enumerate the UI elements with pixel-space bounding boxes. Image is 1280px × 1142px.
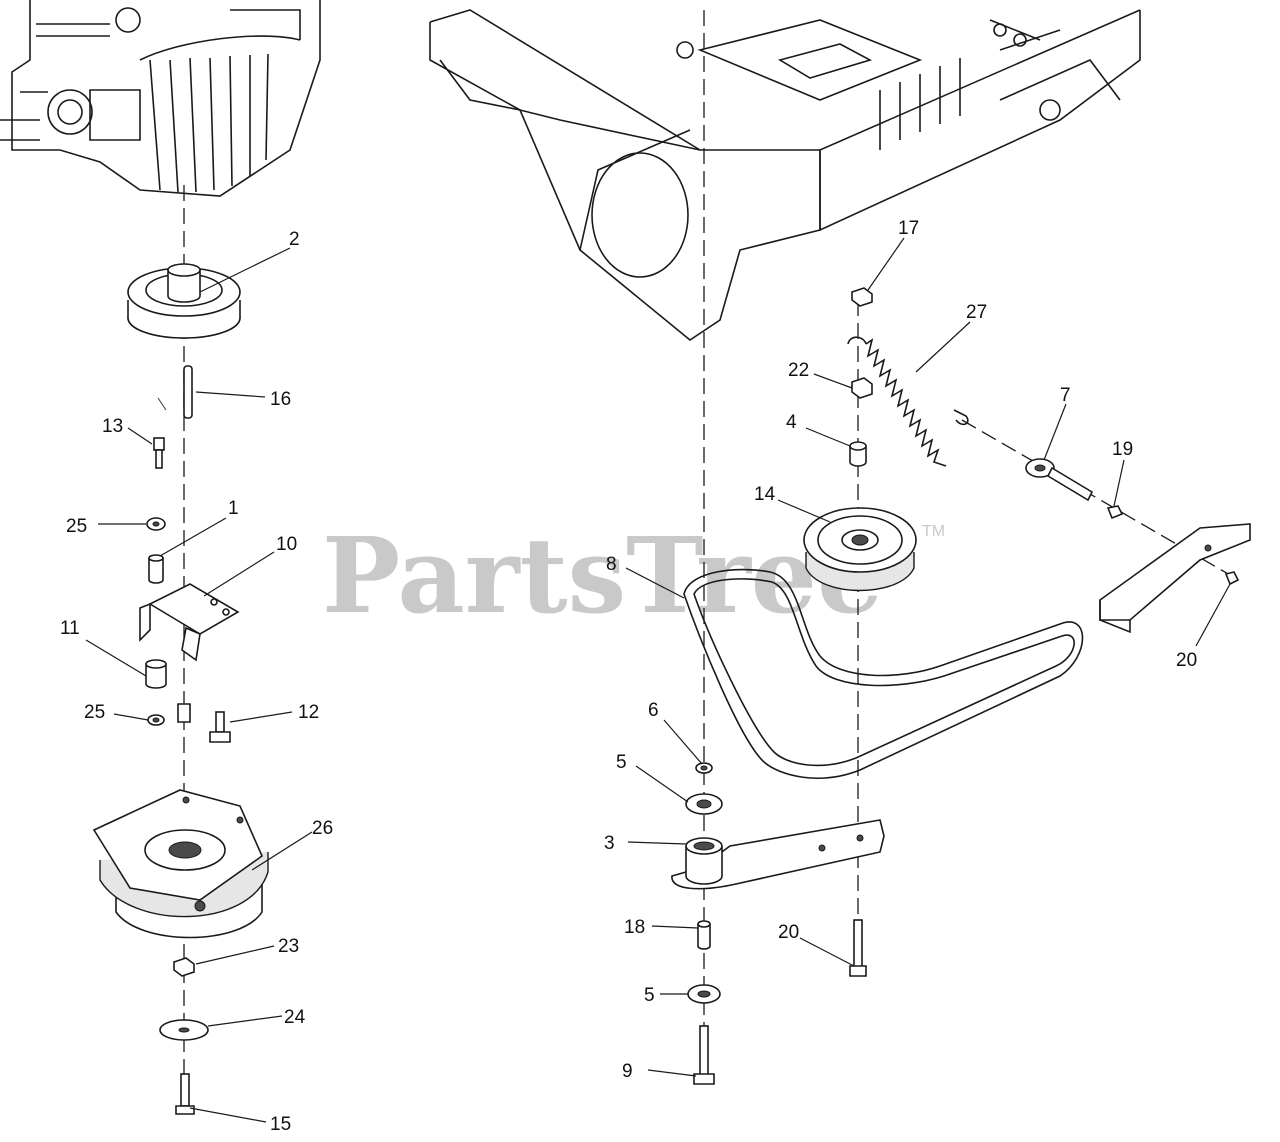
leader-7 — [1043, 403, 1067, 461]
callout-22: 22 — [788, 360, 809, 381]
idler-pulley — [803, 507, 917, 592]
pto-clutch — [92, 789, 269, 939]
callout-11: 12 — [298, 702, 319, 723]
callout-1: 1 — [228, 498, 239, 519]
callout-3: 3 — [604, 833, 615, 854]
leader-2 — [199, 247, 291, 293]
clutch-bolt — [175, 1073, 195, 1115]
drive-belt — [683, 568, 1084, 779]
bolt — [209, 711, 231, 743]
leader-4 — [805, 427, 851, 447]
callout-4: 4 — [786, 412, 797, 433]
leader-15 — [647, 1069, 697, 1077]
leader-19 — [867, 237, 905, 291]
leader-20b — [1195, 583, 1231, 647]
idler-arm — [671, 819, 885, 890]
leader-11 — [229, 711, 293, 723]
leader-18 — [195, 391, 266, 398]
washer-upper — [146, 517, 166, 531]
callout-6: 6 — [648, 700, 659, 721]
watermark: PartsTree — [322, 514, 883, 637]
leader-20a — [1113, 459, 1125, 507]
eye-bolt-nut — [1106, 505, 1124, 520]
spring — [847, 336, 969, 467]
nut — [851, 377, 873, 399]
callout-2: 2 — [289, 229, 300, 250]
callout-12: 14 — [754, 484, 776, 505]
callout-18: 16 — [270, 389, 291, 410]
callout-19: 17 — [898, 218, 919, 239]
leader-3 — [627, 841, 687, 845]
callout-8: 8 — [606, 554, 617, 575]
callout-25-upper: 25 — [66, 516, 87, 537]
callout-5-upper: 5 — [616, 752, 627, 773]
key — [157, 365, 193, 419]
leader-17 — [189, 1107, 267, 1123]
leader-13 — [651, 925, 699, 929]
shaft-bolt — [693, 1025, 715, 1085]
leader-10 — [85, 639, 147, 677]
callout-27: 27 — [966, 302, 987, 323]
spacer-lower — [145, 659, 167, 689]
callout-23: 23 — [278, 936, 299, 957]
callout-5-lower: 5 — [644, 985, 655, 1006]
watermark-trademark: TM — [922, 523, 945, 540]
spacer — [148, 554, 164, 584]
small-washer — [695, 762, 713, 774]
clutch-bracket — [139, 583, 240, 662]
leader-24 — [207, 1015, 283, 1027]
leader-12 — [777, 499, 831, 523]
bearing-lower — [687, 984, 721, 1004]
bushing — [697, 920, 711, 950]
callout-13: 18 — [624, 917, 645, 938]
leader-5a — [635, 765, 689, 803]
bearing-upper — [685, 793, 723, 815]
leader-27 — [915, 321, 971, 373]
clutch-nut — [173, 957, 195, 977]
callout-16: 20 — [778, 922, 799, 943]
callout-20-upper: 19 — [1112, 439, 1133, 460]
callout-25-lower: 25 — [84, 702, 105, 723]
leader-22 — [813, 373, 853, 389]
callout-10: 11 — [60, 618, 80, 639]
flange-nut — [851, 287, 873, 307]
leader-16 — [799, 937, 855, 967]
cap-screw — [153, 437, 165, 469]
leader-14 — [127, 427, 153, 445]
callout-9: 10 — [276, 534, 297, 555]
leader-23 — [195, 945, 275, 965]
engine — [0, 0, 321, 197]
bracket-nut — [1224, 571, 1240, 586]
tension-bracket — [1099, 523, 1251, 634]
leader-1 — [159, 517, 227, 557]
callout-26: 26 — [312, 818, 333, 839]
engine-pulley — [127, 263, 241, 339]
leader-26 — [251, 831, 313, 871]
clutch-washer — [159, 1019, 209, 1041]
leader-8 — [625, 567, 685, 599]
callout-24: 24 — [284, 1007, 306, 1028]
mower-frame — [429, 9, 1141, 341]
callout-7: 7 — [1060, 385, 1071, 406]
callout-15: 9 — [622, 1061, 633, 1082]
callout-17: 15 — [270, 1114, 291, 1135]
leader-25b — [113, 713, 149, 721]
eye-bolt — [1025, 458, 1094, 502]
leader-9 — [203, 551, 275, 597]
washer-lower — [147, 703, 191, 726]
idler-spacer — [849, 441, 867, 467]
callout-20-lower: 20 — [1176, 650, 1197, 671]
callout-14: 13 — [102, 416, 123, 437]
leader-6 — [663, 719, 703, 765]
pivot-bolt — [849, 919, 867, 977]
